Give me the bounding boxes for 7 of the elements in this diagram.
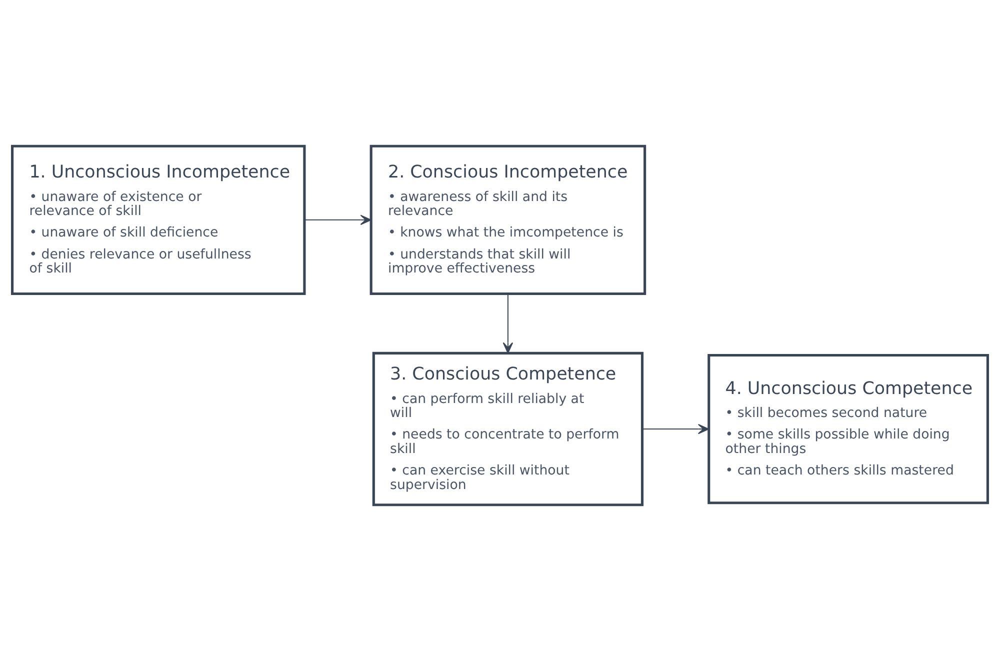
node-box: 3. Conscious Competence • can perform skill reliably at will • needs to concentrate to perform skill • can exercise skill without supervision — [372, 351, 644, 506]
arrow — [502, 293, 514, 353]
arrow — [304, 214, 372, 225]
arrow — [642, 423, 710, 434]
node-box: 2. Conscious Incompetence • awareness of skill and its relevance • knows what the imcompetence is • understands that skill will improve effectiveness — [370, 144, 646, 294]
node-box: 4. Unconscious Competence • skill becomes second nature • some skills possible while doing other things • can teach others skills mastered — [708, 353, 989, 504]
node-box: 1. Unconscious Incompetence • unaware of existence or relevance of skill • unaware of skill deficience • denies relevance or usefullness of skill — [11, 144, 306, 294]
